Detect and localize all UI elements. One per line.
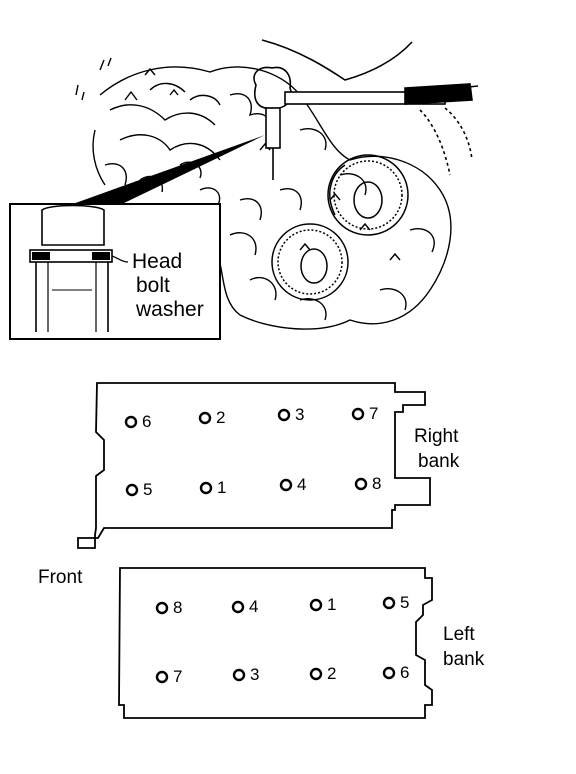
bolt-number: 7: [173, 667, 183, 686]
bolt-number: 6: [400, 663, 410, 682]
bolt-hole-r3: [277, 408, 291, 422]
bolt-number: 2: [216, 408, 226, 427]
bolt-number: 2: [327, 664, 337, 683]
inset-box: [9, 203, 221, 340]
right-bank-bolt-holes: [124, 407, 368, 497]
bolt-number: 8: [173, 598, 183, 617]
bolt-number: 8: [372, 474, 382, 493]
left-bank-bolt-holes: [155, 596, 396, 684]
bolt-hole-r5: [125, 483, 139, 497]
cam-sprocket-lower: [271, 223, 349, 301]
bolt-hole-r6: [124, 415, 138, 429]
right-bank-label-line1: Right: [414, 426, 459, 447]
bolt-number: 5: [400, 593, 410, 612]
inset-label-line2: bolt: [136, 274, 170, 297]
bolt-number: 3: [250, 665, 260, 684]
right-bank-head: [77, 382, 431, 549]
bolt-number: 3: [295, 405, 305, 424]
bolt-hole-l2: [309, 667, 323, 681]
left-bank-head: [118, 567, 433, 719]
bolt-hole-r2: [198, 411, 212, 425]
left-bank-label-line2: bank: [443, 649, 485, 670]
front-label: Front: [38, 567, 83, 588]
bolt-hole-r1: [199, 481, 213, 495]
bolt-number: 6: [142, 412, 152, 431]
wrench-icon: [253, 39, 479, 180]
bolt-hole-l5: [382, 596, 396, 610]
bolt-hole-r8: [354, 477, 368, 491]
bolt-hole-l1: [309, 598, 323, 612]
callout-pointer: [70, 135, 265, 205]
bolt-number: 1: [327, 595, 337, 614]
left-bank-label-line1: Left: [443, 624, 475, 645]
bolt-number: 5: [143, 480, 153, 499]
right-bank-label-line2: bank: [418, 451, 460, 472]
inset-label-line3: washer: [136, 298, 204, 321]
cam-sprocket-upper: [327, 154, 409, 236]
bolt-number: 4: [249, 597, 259, 616]
bolt-hole-l7: [155, 670, 169, 684]
bolt-number: 4: [297, 475, 307, 494]
bolt-hole-l4: [231, 600, 245, 614]
inset-label-line1: Head: [132, 250, 183, 273]
bolt-number: 7: [369, 404, 379, 423]
bolt-hole-l8: [155, 601, 169, 615]
bolt-hole-l6: [382, 666, 396, 680]
bolt-hole-r4: [279, 478, 293, 492]
bolt-hole-r7: [351, 407, 365, 421]
bolt-hole-l3: [232, 668, 246, 682]
bolt-number: 1: [217, 478, 227, 497]
